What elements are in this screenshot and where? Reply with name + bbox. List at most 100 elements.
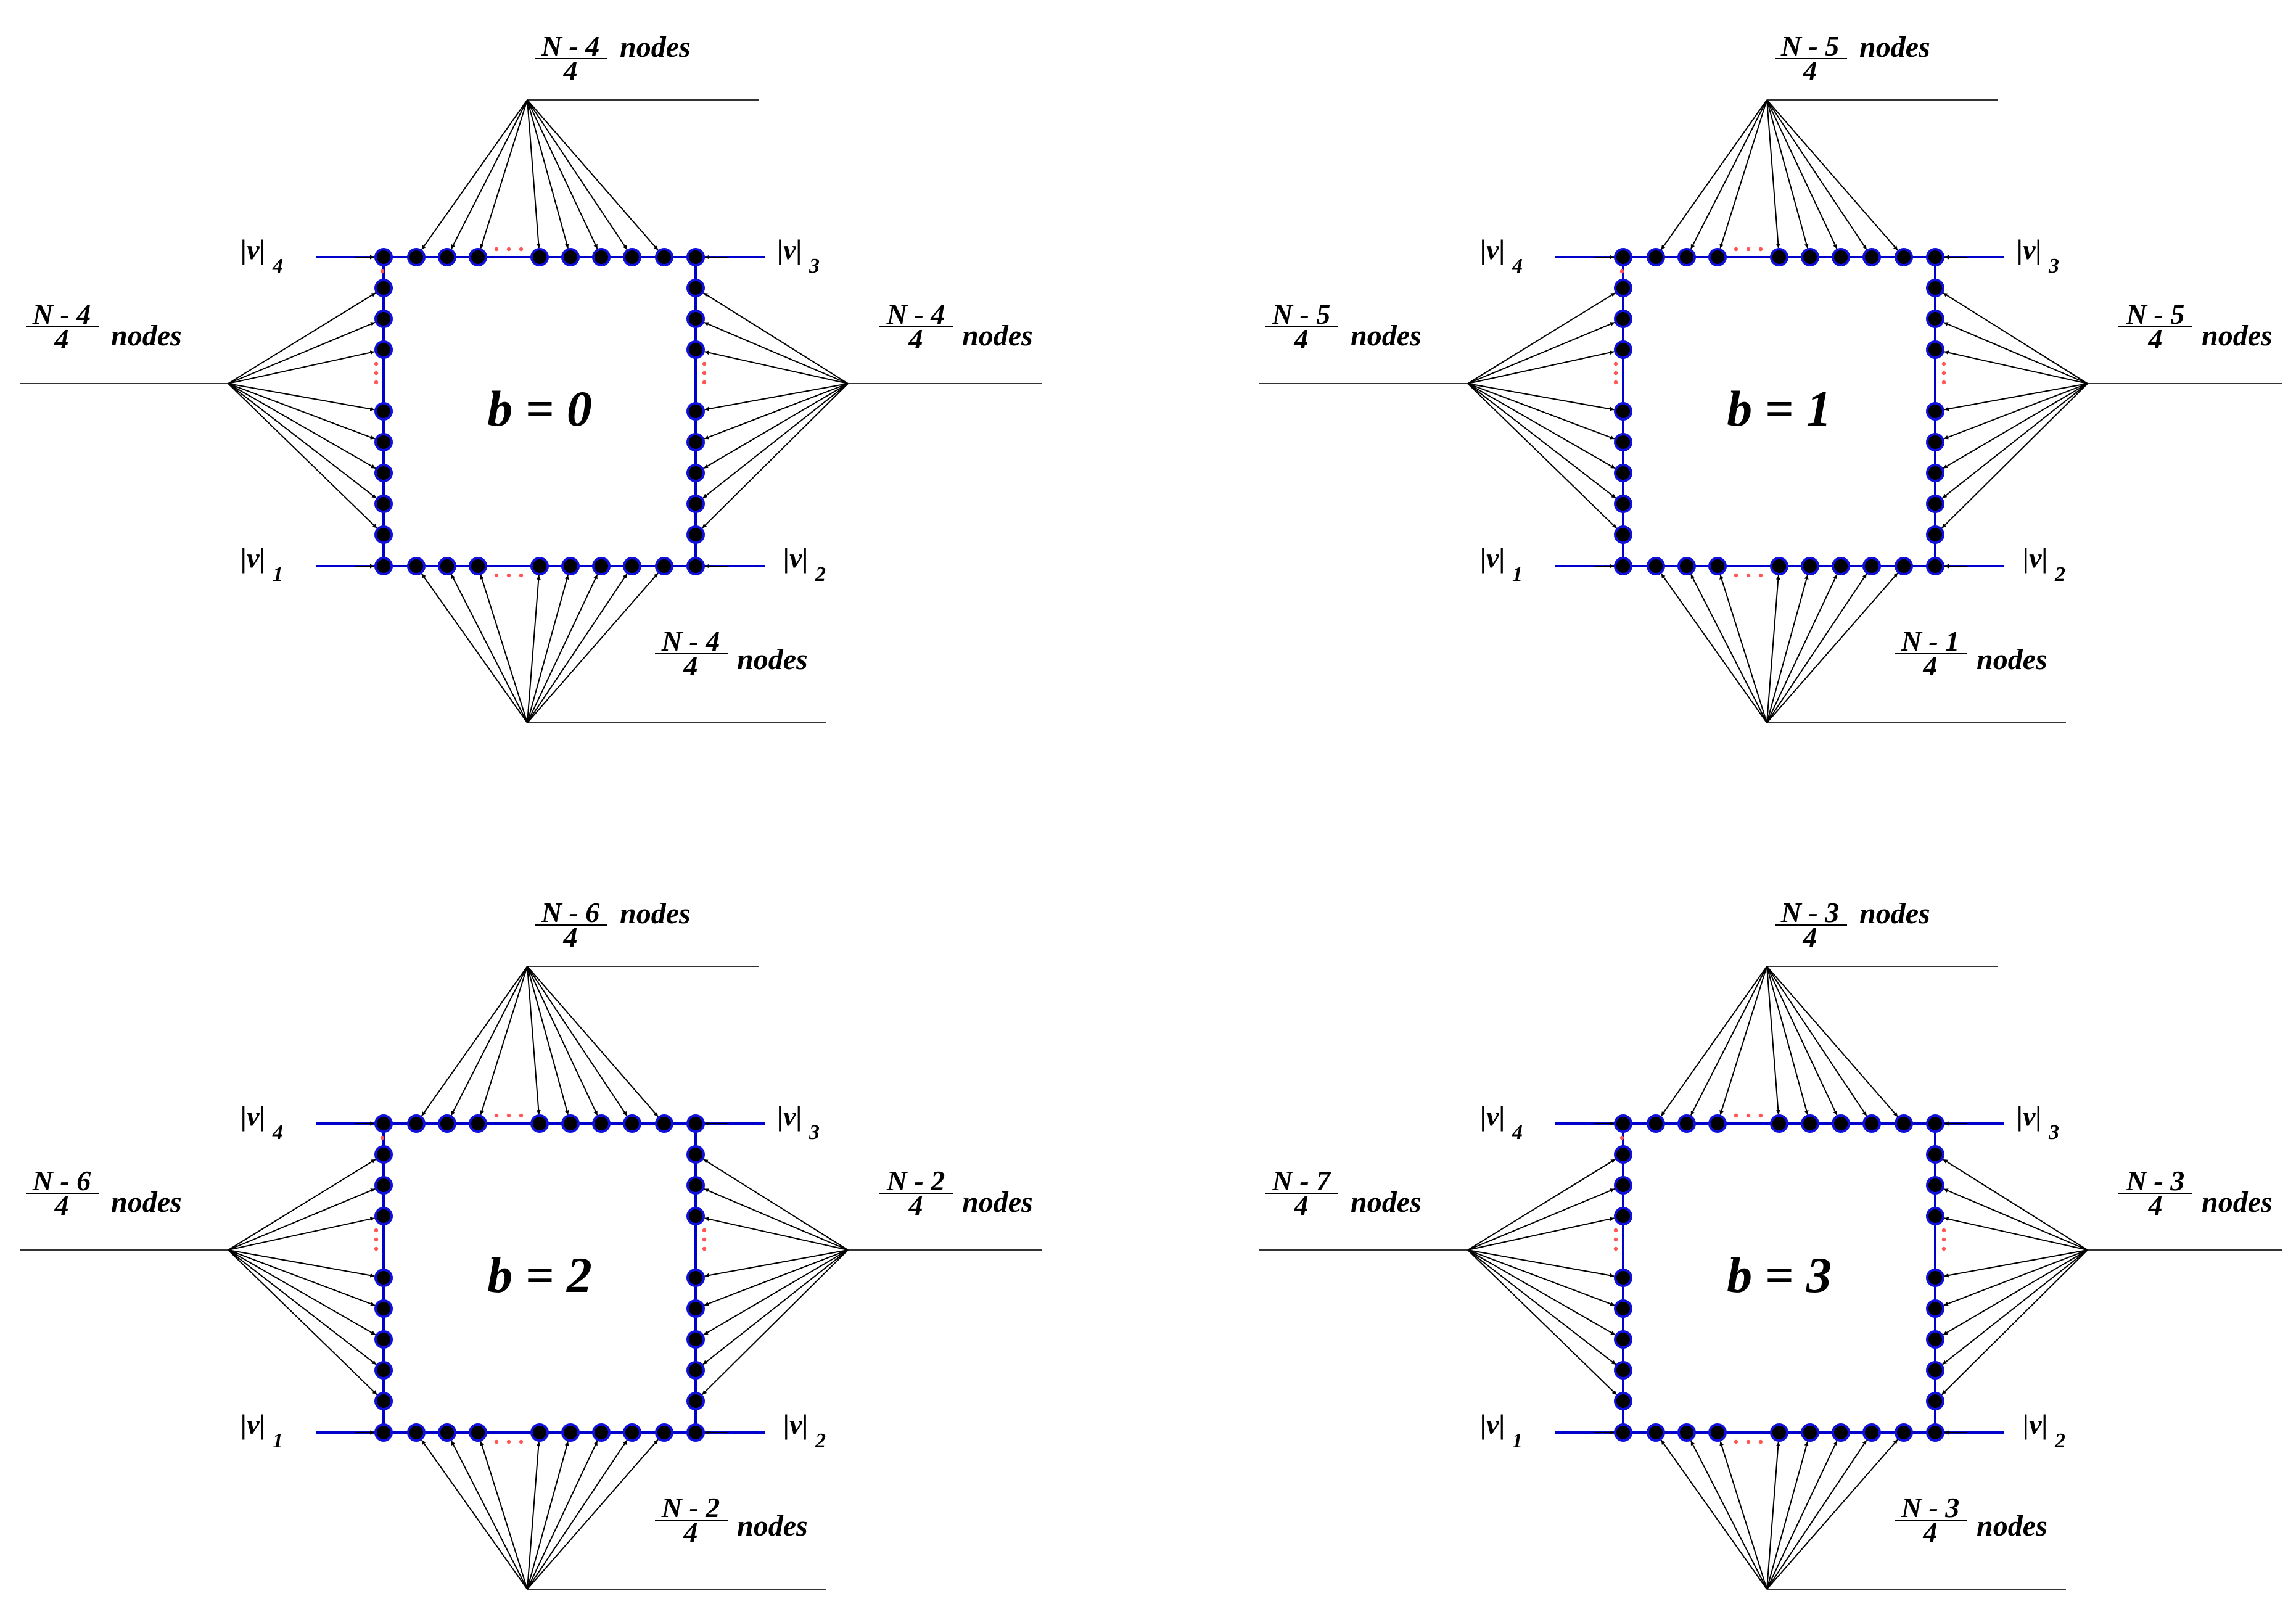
right-arrow (1943, 1249, 2088, 1336)
node (1926, 1361, 1944, 1380)
fraction-numerator: N - 1 (1901, 625, 1960, 657)
right-arrow (704, 1188, 849, 1251)
node (374, 557, 393, 575)
gap-dot (374, 1228, 379, 1233)
v-subscript: 3 (809, 1121, 820, 1144)
gap-dot (1758, 247, 1763, 252)
bottom-arrow (527, 573, 628, 723)
node (1647, 1114, 1665, 1133)
v-subscript: 4 (1512, 255, 1523, 278)
fraction-numerator: N - 5 (2126, 298, 2185, 330)
node (1862, 248, 1881, 266)
fraction-numerator: N - 5 (1780, 30, 1840, 62)
left-arrow (228, 383, 375, 411)
v-subscript: 1 (273, 563, 283, 586)
gap-dot (1941, 361, 1946, 366)
top-arrow (450, 966, 528, 1116)
node (1926, 279, 1944, 297)
top-arrow (1660, 966, 1767, 1117)
node (1832, 248, 1850, 266)
v-subscript: 4 (1512, 1121, 1523, 1144)
right-arrow (704, 350, 849, 384)
node (686, 433, 705, 451)
fraction-numerator: N - 5 (1272, 298, 1331, 330)
node (1926, 433, 1944, 451)
gap-dot (506, 1113, 511, 1118)
right-arrow (703, 1159, 849, 1251)
top-arrow (527, 966, 569, 1115)
fraction-numerator: N - 4 (541, 30, 600, 62)
left-arrow (1467, 1249, 1615, 1278)
left-arrow (228, 1249, 376, 1306)
gap-dot (1941, 1228, 1946, 1233)
node (623, 1423, 641, 1442)
v-subscript: 1 (273, 1429, 283, 1452)
node (1677, 557, 1696, 575)
nodes-word: nodes (737, 1510, 808, 1542)
left-arrow (228, 383, 377, 529)
node (374, 1145, 393, 1164)
corner-label-v2: |v|2 (783, 1409, 826, 1452)
v-subscript: 4 (272, 1121, 283, 1144)
node (1614, 310, 1632, 328)
node (469, 557, 487, 575)
node (1862, 557, 1881, 575)
left-arrow (228, 1249, 375, 1278)
node (623, 1114, 641, 1133)
gap-dot (1746, 573, 1751, 578)
gap-dot (1746, 1113, 1751, 1118)
gap-dot (519, 573, 524, 578)
gap-dot (1734, 1439, 1738, 1444)
nodes-word: nodes (1859, 897, 1930, 930)
gap-dot (702, 1237, 707, 1242)
gap-dot (519, 1113, 524, 1118)
fraction-numerator: N - 3 (2126, 1165, 2185, 1196)
right-arrow (704, 1249, 849, 1278)
top-arrow (527, 966, 541, 1115)
top-arrow (421, 966, 528, 1117)
corner-label-v3: |v|3 (2017, 1100, 2059, 1144)
right-arrow (1944, 350, 2088, 384)
node (1926, 1114, 1944, 1133)
right-arrow (1943, 1249, 2088, 1306)
top-arrow (1690, 966, 1767, 1116)
gap-dot (1941, 1237, 1946, 1242)
node (407, 248, 426, 266)
fraction-numerator: N - 3 (1901, 1492, 1960, 1523)
bottom-arrow (421, 1439, 528, 1590)
gap-dot (1734, 573, 1738, 578)
node (1614, 433, 1632, 451)
gap-dot (1619, 269, 1624, 274)
node (686, 1114, 705, 1133)
left-arrow (1467, 292, 1616, 384)
node (686, 1145, 705, 1164)
node (374, 464, 393, 482)
node (686, 464, 705, 482)
left-arrow (1467, 383, 1616, 499)
left-arrow (1467, 1249, 1616, 1336)
fraction-numerator: N - 7 (1272, 1165, 1332, 1196)
node (438, 1423, 456, 1442)
v-label: |v| (2017, 234, 2042, 265)
top-arrow (480, 99, 528, 249)
node (1926, 402, 1944, 421)
fraction-denominator: 4 (563, 55, 578, 86)
node (1862, 1114, 1881, 1133)
node (1708, 248, 1727, 266)
node (1926, 525, 1944, 544)
right-arrow (704, 383, 849, 440)
v-subscript: 3 (2048, 255, 2059, 278)
fraction-denominator: 4 (683, 1516, 698, 1548)
node (469, 1114, 487, 1133)
node (1926, 1299, 1944, 1318)
left-arrow (228, 1249, 377, 1365)
fraction-denominator: 4 (1294, 323, 1309, 355)
gap-dot (1613, 361, 1618, 366)
node (374, 1423, 393, 1442)
node (1832, 1114, 1850, 1133)
gap-dot (494, 1113, 499, 1118)
